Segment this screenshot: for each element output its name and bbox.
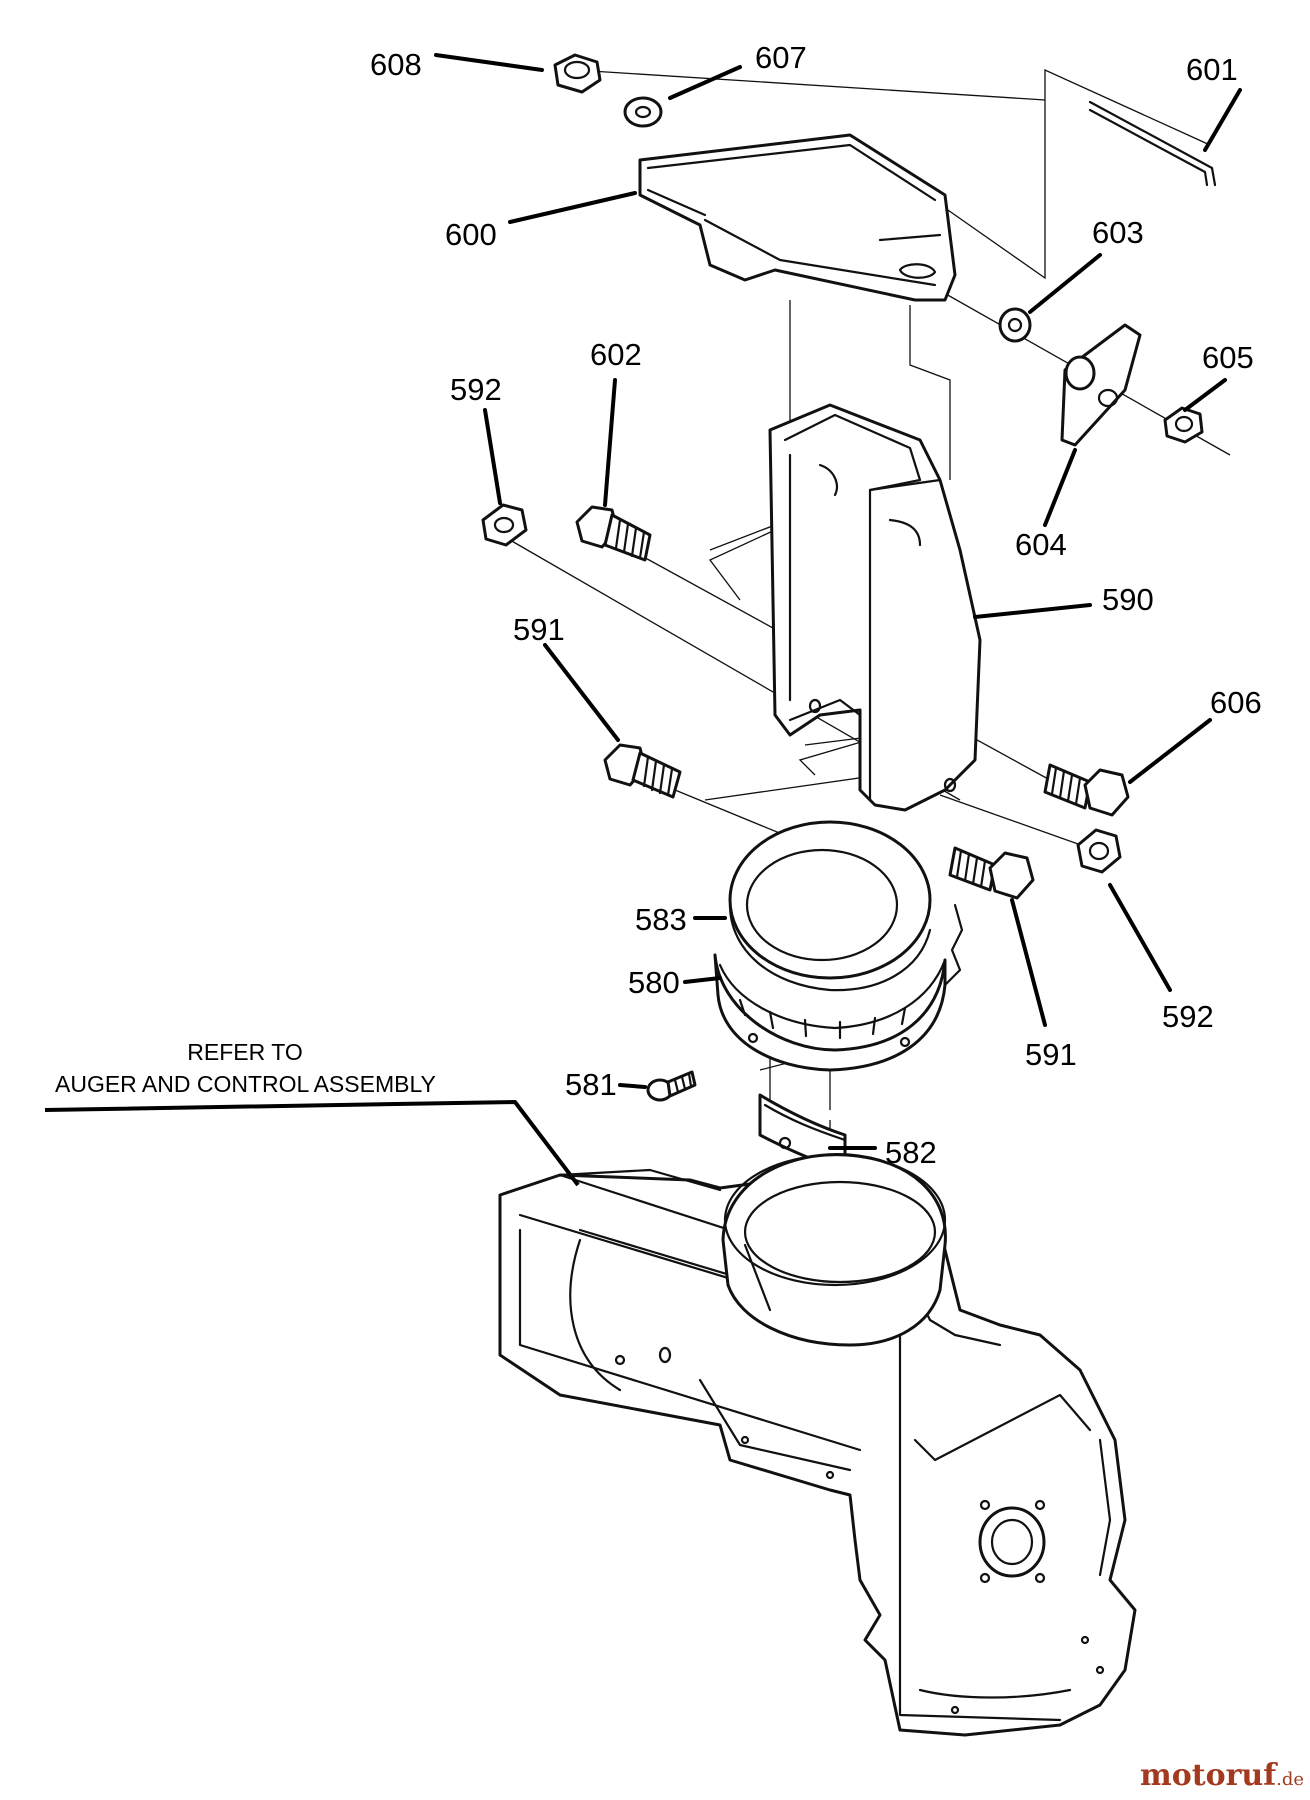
hex-nut-608 — [553, 53, 602, 94]
bolt-602 — [575, 505, 652, 562]
callout-592-bottom: 592 — [1162, 999, 1214, 1034]
knob-604 — [1060, 323, 1142, 447]
callout-606: 606 — [1210, 685, 1262, 720]
reference-leader-line — [44, 1100, 580, 1187]
svg-text:motoruf.de: motoruf.de — [1140, 1758, 1304, 1793]
chute-590 — [768, 403, 982, 812]
callout-604: 604 — [1015, 527, 1067, 562]
callout-580: 580 — [628, 965, 680, 1000]
callout-583: 583 — [635, 902, 687, 937]
callout-582: 582 — [885, 1135, 937, 1170]
nut-592-bottom — [1076, 828, 1122, 874]
screw-581 — [646, 1070, 697, 1102]
callout-labels: 608 607 601 600 603 605 602 592 604 590 … — [370, 40, 1262, 1170]
reference-note-line2: AUGER AND CONTROL ASSEMBLY — [55, 1071, 436, 1097]
nut-592-top — [481, 503, 528, 547]
washer-607 — [623, 96, 663, 128]
ring-583 — [728, 820, 932, 992]
reference-note-line1: REFER TO — [187, 1039, 302, 1065]
washer-603 — [998, 307, 1032, 343]
discharge-ring — [721, 1152, 947, 1347]
nut-605 — [1163, 406, 1204, 444]
callout-591-right: 591 — [1025, 1037, 1077, 1072]
callout-602: 602 — [590, 337, 642, 372]
chute-deflector-600 — [638, 133, 957, 302]
bolt-591-left — [603, 743, 682, 799]
callout-592-top: 592 — [450, 372, 502, 407]
pin-601 — [1088, 100, 1217, 187]
callout-601: 601 — [1186, 52, 1238, 87]
callout-605: 605 — [1202, 340, 1254, 375]
bolt-606 — [1043, 763, 1130, 817]
callout-581: 581 — [565, 1067, 617, 1102]
callout-591-left: 591 — [513, 612, 565, 647]
watermark-suffix: .de — [1276, 1769, 1304, 1790]
reference-note: REFER TO AUGER AND CONTROL ASSEMBLY — [44, 1039, 580, 1187]
callout-607: 607 — [755, 40, 807, 75]
rotor-580 — [713, 903, 964, 1072]
watermark-brand: motoruf — [1140, 1758, 1278, 1793]
callout-590: 590 — [1102, 582, 1154, 617]
callout-600: 600 — [445, 217, 497, 252]
callout-leaders — [434, 53, 1242, 1150]
callout-608: 608 — [370, 47, 422, 82]
watermark-logo: motoruf.de — [1140, 1758, 1304, 1793]
callout-603: 603 — [1092, 215, 1144, 250]
bolt-591-right — [948, 846, 1035, 900]
